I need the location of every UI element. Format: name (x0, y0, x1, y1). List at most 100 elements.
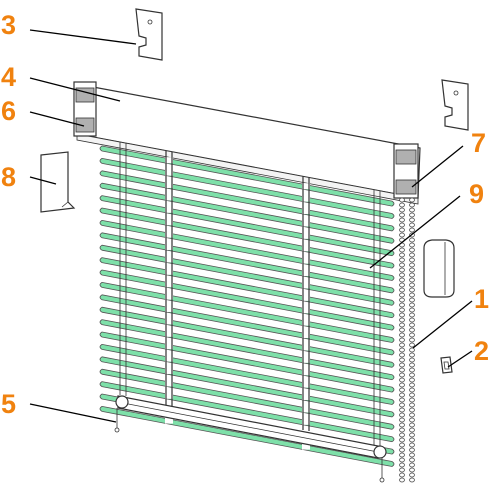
chain-bead (409, 467, 415, 473)
slat-cord-hole (302, 344, 310, 351)
chain-bead (399, 367, 405, 373)
slat-cord-hole (302, 183, 310, 190)
chain-bead (399, 467, 405, 473)
chain-bead (399, 312, 405, 318)
slat (99, 319, 395, 381)
chain-bead (409, 477, 415, 483)
slat (99, 356, 395, 418)
slat (99, 195, 395, 257)
slat (99, 170, 395, 232)
chain-bead (399, 462, 405, 468)
slat (99, 207, 395, 269)
chain-bead (409, 307, 415, 313)
chain-bead (399, 442, 405, 448)
chain-bead (399, 457, 405, 463)
chain-bead (409, 292, 415, 298)
chain-bead (409, 282, 415, 288)
chain-bead (409, 312, 415, 318)
chain-bead (409, 427, 415, 433)
slat-cord-hole (165, 367, 173, 374)
chain-bead (409, 437, 415, 443)
chain-bead (399, 292, 405, 298)
slat-cord-hole (165, 268, 173, 275)
chain-bead (409, 472, 415, 478)
callout-1: 1 (474, 284, 489, 314)
slat-cord-hole (165, 181, 173, 188)
slat-cord-hole (302, 294, 310, 301)
chain-bead (409, 277, 415, 283)
chain-bead (409, 247, 415, 253)
slat (99, 157, 395, 219)
chain-bead (409, 202, 415, 208)
chain-bead (399, 332, 405, 338)
slat-cord-hole (165, 305, 173, 312)
chain-bead (409, 457, 415, 463)
chain-bead (409, 462, 415, 468)
slat-cord-hole (302, 406, 310, 413)
slat-cord-hole (165, 219, 173, 226)
side-cover (423, 239, 455, 298)
slat-cord-hole (165, 318, 173, 325)
chain-bead (409, 297, 415, 303)
chain-bead (409, 442, 415, 448)
chain-bead (409, 287, 415, 293)
chain-bead (399, 232, 405, 238)
slat-cord-hole (302, 232, 310, 239)
slat-cord-hole (165, 343, 173, 350)
chain-bead (399, 202, 405, 208)
chain-bead (409, 397, 415, 403)
slat-cord-hole (165, 281, 173, 288)
chain-bead (409, 362, 415, 368)
slat-cord-hole (302, 282, 310, 289)
slat (99, 232, 395, 294)
leader-lines (29, 29, 473, 423)
chain-bead (399, 212, 405, 218)
callout-9: 9 (469, 179, 484, 209)
chain-bead (399, 447, 405, 453)
chain-bead (399, 337, 405, 343)
slat-cord-hole (165, 392, 173, 399)
chain-bead (399, 222, 405, 228)
chain-bead (399, 392, 405, 398)
slat (99, 405, 395, 467)
chain-bead (399, 382, 405, 388)
chain-bead (409, 217, 415, 223)
slat-cord-hole (165, 417, 173, 424)
chain-bead (409, 342, 415, 348)
slat-cord-hole (302, 418, 310, 425)
chain-bead (399, 377, 405, 383)
chain-bead (409, 452, 415, 458)
slat (99, 294, 395, 356)
slat-cord-hole (302, 269, 310, 276)
rail-bracket-right (393, 143, 419, 199)
chain-bead (399, 217, 405, 223)
chain-bead (399, 472, 405, 478)
slat-cord-hole (165, 169, 173, 176)
chain-bead (399, 272, 405, 278)
slat (99, 381, 395, 443)
slat-cord-hole (302, 356, 310, 363)
callout-2: 2 (474, 336, 489, 366)
chain-bead (409, 422, 415, 428)
chain-bead (399, 477, 405, 483)
slat-cord-hole (165, 194, 173, 201)
slat-cord-hole (302, 307, 310, 314)
slat-cord-hole (165, 206, 173, 213)
chain-bead (409, 432, 415, 438)
chain-bead (399, 387, 405, 393)
chain-bead (399, 257, 405, 263)
chain-bead (409, 352, 415, 358)
chain-bead (399, 307, 405, 313)
mounting-bracket-left (135, 8, 163, 61)
slat-cord-hole (165, 256, 173, 263)
chain-bead (399, 322, 405, 328)
chain-bead (399, 417, 405, 423)
chain-bead (399, 247, 405, 253)
callout-5: 5 (1, 389, 16, 419)
chain-bead (409, 407, 415, 413)
chain-bead (409, 222, 415, 228)
chain-bead (399, 432, 405, 438)
chain-bead (399, 197, 405, 203)
chain-bead (409, 322, 415, 328)
